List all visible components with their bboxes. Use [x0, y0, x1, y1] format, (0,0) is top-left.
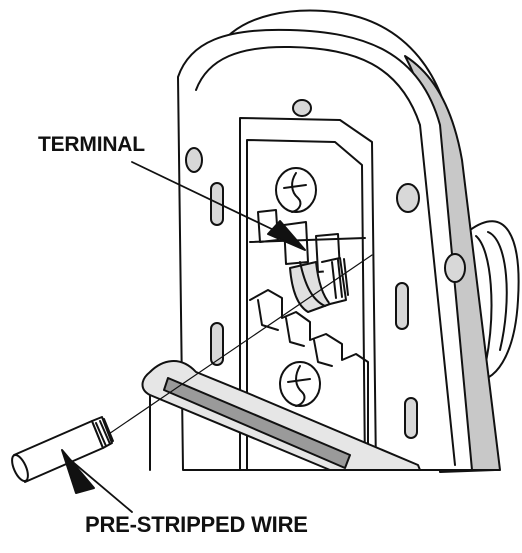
terminal-label: TERMINAL	[38, 133, 145, 156]
mounting-holes	[185, 99, 466, 439]
wire-label: PRE-STRIPPED WIRE	[85, 512, 308, 537]
hole-top	[292, 99, 312, 117]
upper-screw	[275, 167, 317, 213]
terminal-arrow	[131, 161, 306, 251]
wire-guide-strip	[163, 377, 351, 469]
slot-right-low	[404, 397, 418, 439]
hole-far-right	[444, 253, 466, 283]
wire-guide	[141, 360, 421, 471]
slot-right-mid	[395, 282, 409, 330]
front-plate-inner-edge	[195, 45, 456, 466]
slot-left-top	[210, 182, 224, 226]
wire	[11, 416, 114, 483]
hole-right	[396, 183, 420, 213]
hole-left	[185, 147, 203, 173]
insertion-line	[99, 254, 373, 441]
wire-arrow	[61, 449, 133, 513]
lower-die	[249, 289, 369, 471]
slot-left-bottom	[210, 322, 224, 366]
lower-screw	[279, 361, 321, 407]
